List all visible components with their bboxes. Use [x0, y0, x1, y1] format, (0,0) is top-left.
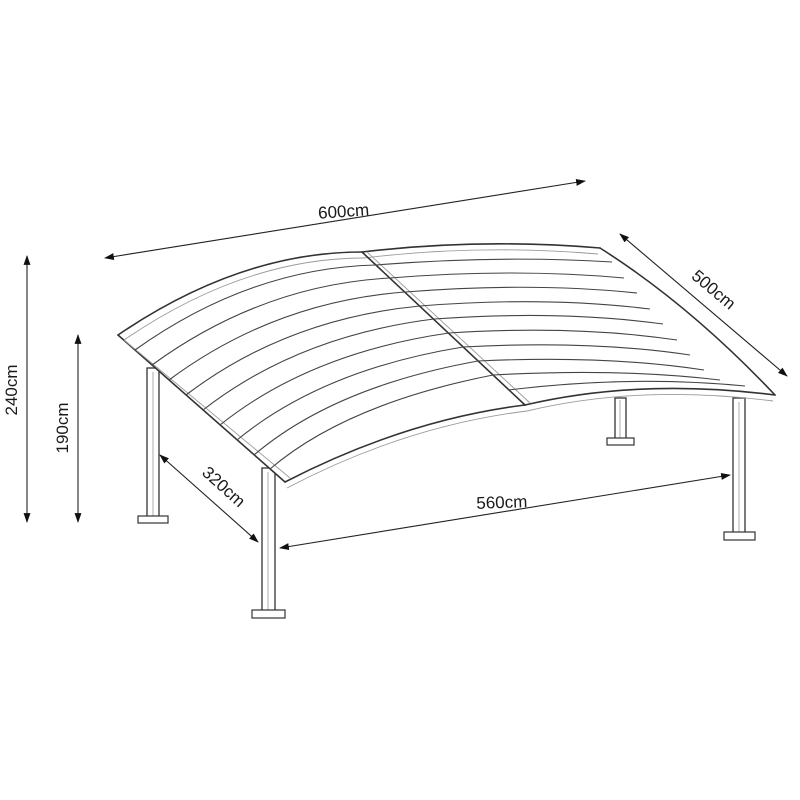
dim-line-600: [104, 178, 586, 261]
post-back-left: [137, 367, 169, 524]
roof: [117, 243, 776, 489]
post-front-left: [251, 467, 286, 619]
roof-ribs-left: [134, 264, 494, 470]
label-top-depth: 500cm: [688, 266, 739, 313]
label-post-depth: 320cm: [198, 463, 249, 511]
roof-front-edge: [284, 404, 526, 483]
roof-surface: [118, 243, 775, 482]
post-back-right: [606, 397, 635, 446]
post-front-right: [723, 397, 756, 541]
dim-line-500: [619, 233, 788, 377]
label-total-height: 240cm: [2, 364, 21, 415]
dimension-lines: [23, 178, 788, 550]
label-post-span: 560cm: [476, 492, 528, 513]
dim-line-320: [159, 454, 259, 543]
dim-line-560: [279, 473, 731, 550]
label-eave-height: 190cm: [53, 402, 72, 453]
label-top-length: 600cm: [318, 200, 370, 223]
